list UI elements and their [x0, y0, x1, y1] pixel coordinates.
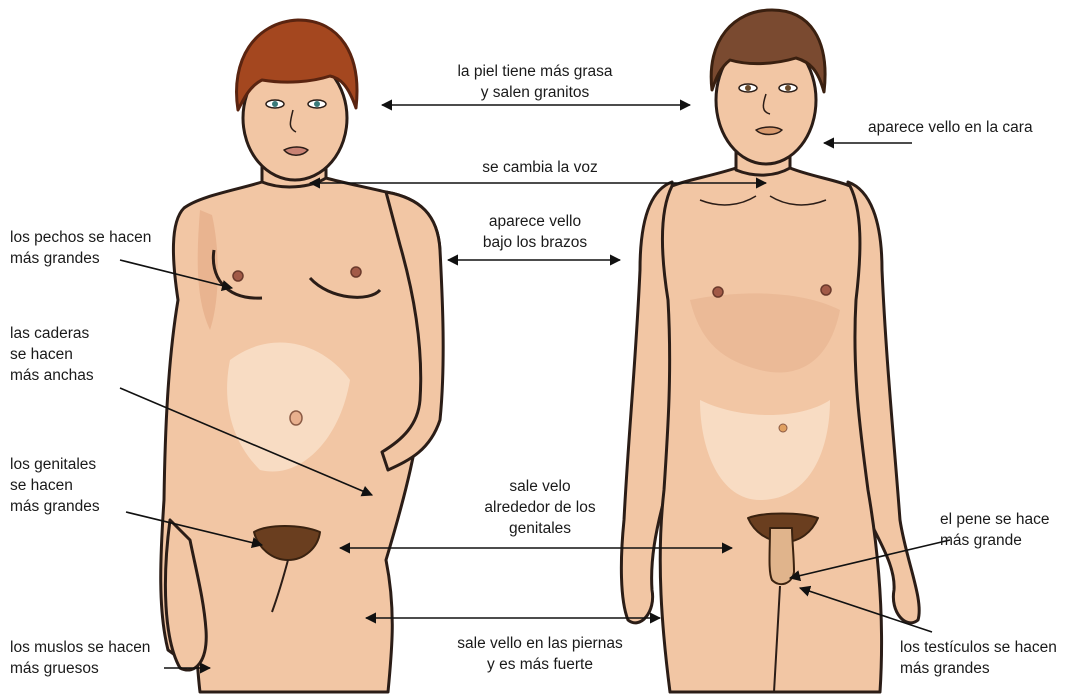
girl-hair [235, 18, 359, 112]
arrow-hips [119, 387, 374, 497]
girl-arm [380, 190, 445, 472]
label-thighs: los muslos se hacen más gruesos [10, 639, 151, 677]
girl-pubic-hair [253, 525, 321, 561]
arrows [119, 99, 951, 674]
label-facial-hair: aparece vello en la cara [868, 119, 1033, 136]
arrow-testicles [798, 585, 933, 633]
girl-hand [163, 518, 208, 672]
label-underarm-hair: aparece vello bajo los brazos [482, 213, 588, 251]
label-pubic-hair: sale velo alrededor de los genitales [484, 478, 596, 537]
girl-nipple-right [350, 266, 362, 278]
girl-nipple-left [232, 270, 244, 282]
label-genitals: los genitales se hacen más grandes [10, 456, 100, 515]
arrow-penis [788, 539, 951, 582]
label-hips: las caderas se hacen más anchas [10, 325, 94, 384]
arrow-breasts [119, 259, 234, 291]
label-testicles: los testículos se hacen más grandes [900, 639, 1057, 677]
arrow-genitals [125, 511, 264, 549]
boy-nipple-right [820, 284, 832, 296]
label-penis: el pene se hace más grande [940, 511, 1050, 549]
label-voice: se cambia la voz [482, 159, 598, 176]
label-skin-oil: la piel tiene más grasa y salen granitos [457, 63, 613, 101]
label-breasts: los pechos se hacen más grandes [10, 229, 152, 267]
boy-penis [768, 527, 795, 586]
boy-hair [709, 8, 827, 94]
girl-figure [159, 18, 445, 694]
boy-nipple-left [712, 286, 724, 298]
boy-figure [619, 8, 921, 694]
label-leg-hair: sale vello en las piernas y es más fuert… [457, 635, 623, 673]
